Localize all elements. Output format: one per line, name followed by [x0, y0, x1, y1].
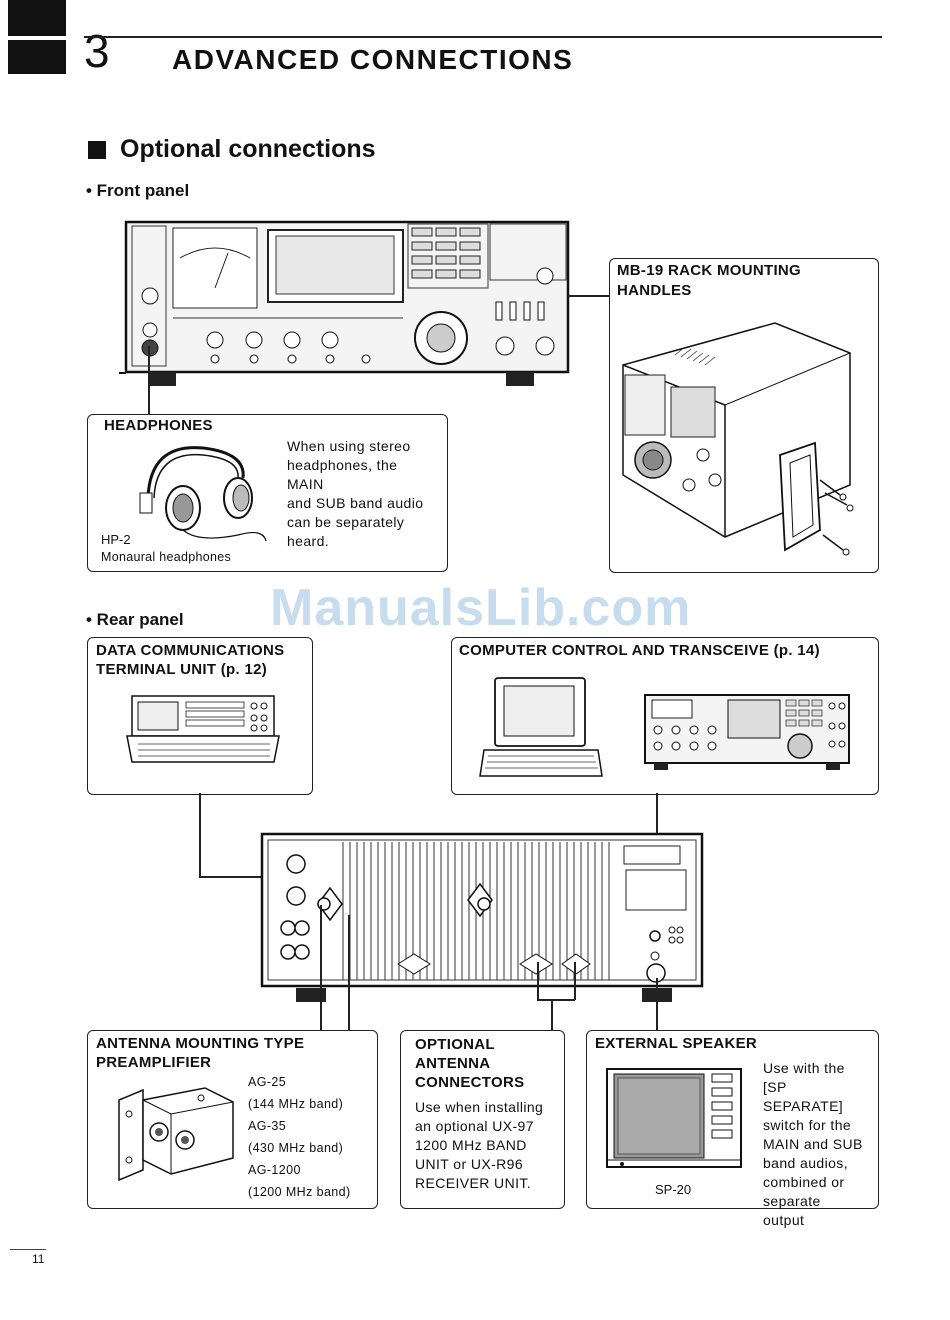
- computer-control-title: COMPUTER CONTROL AND TRANSCEIVE (p. 14): [459, 642, 820, 659]
- optional-antenna-desc-line: Use when installing: [415, 1099, 544, 1115]
- rack-handles-title-line1: MB-19 RACK MOUNTING: [617, 262, 802, 279]
- rack-handles-illustration: [622, 322, 854, 556]
- page-number: 11: [32, 1252, 45, 1266]
- rear-panel-transceiver-illustration: [260, 832, 704, 1002]
- headphones-desc-line: When using stereo: [287, 438, 411, 454]
- optional-antenna-leader-h: [537, 999, 575, 1001]
- optional-antenna-desc-line: an optional UX-97: [415, 1118, 534, 1134]
- section-title: Optional connections: [120, 135, 376, 163]
- chapter-tab-gap: [8, 36, 66, 40]
- speaker-illustration: [606, 1068, 742, 1168]
- rack-handles-title-line2: HANDLES: [617, 282, 692, 299]
- data-comm-box: [87, 637, 313, 795]
- data-comm-leader-v: [199, 793, 201, 877]
- speaker-desc-line: band audios,: [763, 1155, 848, 1171]
- terminal-unit-illustration: [126, 695, 280, 763]
- preamp-leader-v1: [320, 905, 322, 1032]
- preamp-model-band: (430 MHz band): [248, 1141, 344, 1155]
- optional-antenna-leader-v2: [574, 962, 576, 1000]
- rear-panel-label: • Rear panel: [86, 610, 184, 629]
- preamplifier-illustration: [118, 1087, 234, 1182]
- headphones-model: HP-2: [101, 532, 131, 547]
- headphones-title: HEADPHONES: [104, 417, 213, 434]
- speaker-desc-line: switch for the: [763, 1117, 852, 1133]
- headphones-leader-line: [148, 346, 150, 416]
- optional-antenna-desc-line: 1200 MHz BAND: [415, 1137, 527, 1153]
- headphones-illustration: [139, 446, 267, 542]
- preamp-leader-v2: [348, 915, 350, 1032]
- chapter-title: ADVANCED CONNECTIONS: [172, 44, 574, 75]
- headphones-desc-line: and SUB band audio: [287, 495, 424, 511]
- optional-antenna-leader-v1: [537, 962, 539, 1000]
- optional-antenna-desc-line: RECEIVER UNIT.: [415, 1175, 532, 1191]
- footer-rule: [10, 1249, 46, 1250]
- speaker-desc-line: separate output: [763, 1193, 821, 1228]
- optional-antenna-title-line: CONNECTORS: [415, 1074, 525, 1091]
- computer-illustration: [479, 677, 603, 777]
- speaker-desc-line: MAIN and SUB: [763, 1136, 863, 1152]
- speaker-leader-v: [656, 978, 658, 1032]
- rack-leader-line: [568, 295, 610, 297]
- data-comm-title-line1: DATA COMMUNICATIONS: [96, 642, 285, 659]
- headphones-desc-line: can be separately: [287, 514, 405, 530]
- preamp-model-band: (1200 MHz band): [248, 1185, 351, 1199]
- headphones-desc-line: headphones, the MAIN: [287, 457, 398, 492]
- front-panel-label: • Front panel: [86, 181, 190, 200]
- preamp-models: AG-25 (144 MHz band) AG-35 (430 MHz band…: [248, 1071, 351, 1203]
- preamp-model-name: AG-1200: [248, 1163, 301, 1177]
- transceiver-illustration: [644, 694, 850, 770]
- optional-antenna-desc-line: UNIT or UX-R96: [415, 1156, 524, 1172]
- optional-antenna-leader-v3: [551, 999, 553, 1032]
- data-comm-title-line2: TERMINAL UNIT (p. 12): [96, 661, 268, 678]
- external-speaker-title: EXTERNAL SPEAKER: [595, 1035, 758, 1052]
- speaker-desc-line: Use with the [SP: [763, 1060, 845, 1095]
- headphones-description: When using stereo headphones, the MAIN a…: [287, 437, 435, 551]
- speaker-model: SP-20: [655, 1182, 692, 1197]
- preamp-model-band: (144 MHz band): [248, 1097, 344, 1111]
- external-speaker-description: Use with the [SP SEPARATE] switch for th…: [763, 1059, 863, 1230]
- header-rule: [84, 36, 882, 38]
- data-comm-leader-h: [199, 876, 297, 878]
- preamp-title-line1: ANTENNA MOUNTING TYPE: [96, 1035, 305, 1052]
- preamp-model-name: AG-25: [248, 1075, 287, 1089]
- speaker-desc-line: combined or: [763, 1174, 845, 1190]
- chapter-number: 3: [84, 25, 110, 77]
- optional-antenna-title-line: OPTIONAL: [415, 1036, 495, 1053]
- optional-antenna-box: [400, 1030, 565, 1209]
- optional-antenna-title-line: ANTENNA: [415, 1055, 491, 1072]
- section-marker-icon: [88, 141, 106, 159]
- watermark: ManualsLib.com: [270, 579, 692, 637]
- front-panel-transceiver-illustration: [119, 220, 570, 386]
- optional-antenna-title: OPTIONAL ANTENNA CONNECTORS: [415, 1035, 524, 1092]
- headphones-desc-line: heard.: [287, 533, 330, 549]
- optional-antenna-description: Use when installing an optional UX-97 12…: [415, 1098, 551, 1193]
- preamp-title-line2: PREAMPLIFIER: [96, 1054, 212, 1071]
- headphones-model-desc: Monaural headphones: [101, 550, 232, 564]
- preamp-model-name: AG-35: [248, 1119, 287, 1133]
- speaker-desc-line: SEPARATE]: [763, 1098, 844, 1114]
